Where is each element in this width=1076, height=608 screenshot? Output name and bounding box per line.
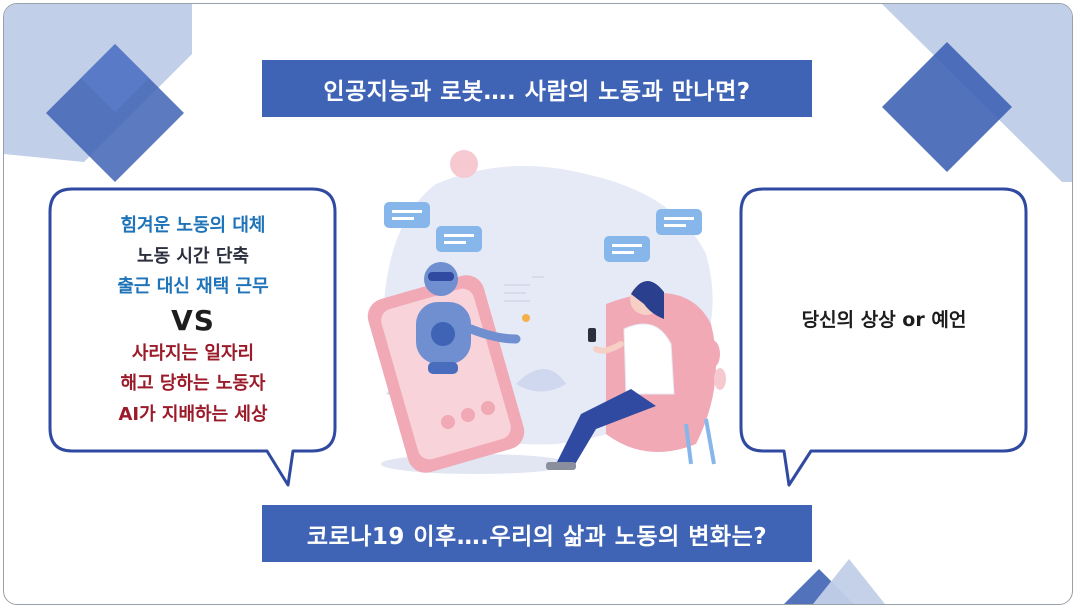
deco-diamonds-top-left: [4, 4, 204, 204]
right-speech-bubble: 당신의 상상 or 예언: [739, 187, 1029, 489]
positive-item: 출근 대신 재택 근무: [117, 276, 269, 297]
deco-diamonds-top-right: [882, 4, 1072, 184]
left-speech-bubble: 힘겨운 노동의 대체 노동 시간 단축 출근 대신 재택 근무 VS 사라지는 …: [48, 187, 338, 489]
bottom-banner: 코로나19 이후….우리의 삶과 노동의 변화는?: [262, 505, 812, 562]
deco-diamonds-bottom: [739, 549, 899, 604]
negative-item: AI가 지배하는 세상: [118, 403, 268, 425]
slide: 인공지능과 로봇…. 사람의 노동과 만나면? 힘겨운 노동의 대체 노동 시간…: [3, 3, 1073, 605]
title-banner-text: 인공지능과 로봇…. 사람의 노동과 만나면?: [323, 78, 751, 105]
positive-item: 힘겨운 노동의 대체: [120, 215, 266, 236]
imagination-prompt: 당신의 상상 or 예언: [801, 309, 967, 331]
robot-video-call-illustration: [356, 144, 728, 488]
bottom-banner-text: 코로나19 이후….우리의 삶과 노동의 변화는?: [306, 523, 768, 550]
versus-label: VS: [171, 303, 215, 337]
negative-item: 사라지는 일자리: [131, 342, 255, 364]
title-banner: 인공지능과 로봇…. 사람의 노동과 만나면?: [262, 60, 812, 117]
positive-item: 노동 시간 단축: [137, 245, 249, 267]
negative-item: 해고 당하는 노동자: [120, 373, 266, 394]
comparison-list: 힘겨운 노동의 대체 노동 시간 단축 출근 대신 재택 근무 VS 사라지는 …: [60, 211, 326, 430]
